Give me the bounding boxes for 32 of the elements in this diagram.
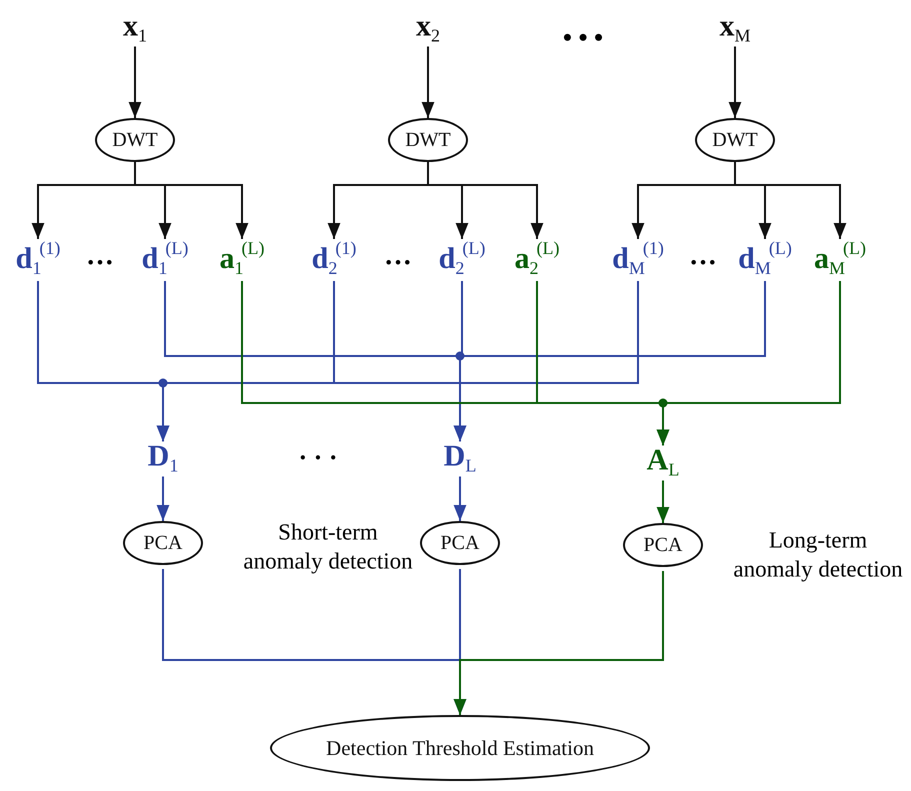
arrow xyxy=(156,476,170,521)
variable-label: A$_{L}$ xyxy=(646,446,680,478)
process-ellipse: PCA xyxy=(623,523,703,567)
ellipsis: ··· xyxy=(86,246,114,280)
variable-label: x$_{M}$ xyxy=(720,12,750,44)
arrow xyxy=(128,46,142,118)
annotation-text: Short-term anomaly detection xyxy=(242,518,414,576)
arrow xyxy=(134,162,248,239)
arrow xyxy=(656,281,841,446)
arrow xyxy=(454,476,466,521)
arrow xyxy=(454,571,664,715)
process-ellipse: PCA xyxy=(420,521,500,565)
process-ellipse: DWT xyxy=(388,118,468,162)
ellipsis: ··· xyxy=(384,246,412,280)
variable-label: x$_{2}$ xyxy=(416,12,440,44)
process-ellipse: DWT xyxy=(695,118,775,162)
arrow xyxy=(656,480,670,523)
variable-label: x$_{1}$ xyxy=(123,12,147,44)
process-ellipse: Detection Threshold Estimation xyxy=(270,715,650,781)
arrow xyxy=(734,162,846,239)
arrow xyxy=(728,46,742,118)
ellipsis: • • • xyxy=(562,22,604,54)
ellipsis: · · · xyxy=(298,442,338,474)
variable-label: D$_{L}$ xyxy=(444,442,476,474)
process-ellipse: DWT xyxy=(95,118,175,162)
arrow xyxy=(422,46,434,118)
variable-label: D$_{1}$ xyxy=(148,442,178,474)
ellipsis: ··· xyxy=(689,246,717,280)
arrow xyxy=(156,281,639,442)
process-ellipse: PCA xyxy=(123,521,203,565)
annotation-text: Long-term anomaly detection xyxy=(732,526,904,584)
arrow xyxy=(454,281,766,442)
